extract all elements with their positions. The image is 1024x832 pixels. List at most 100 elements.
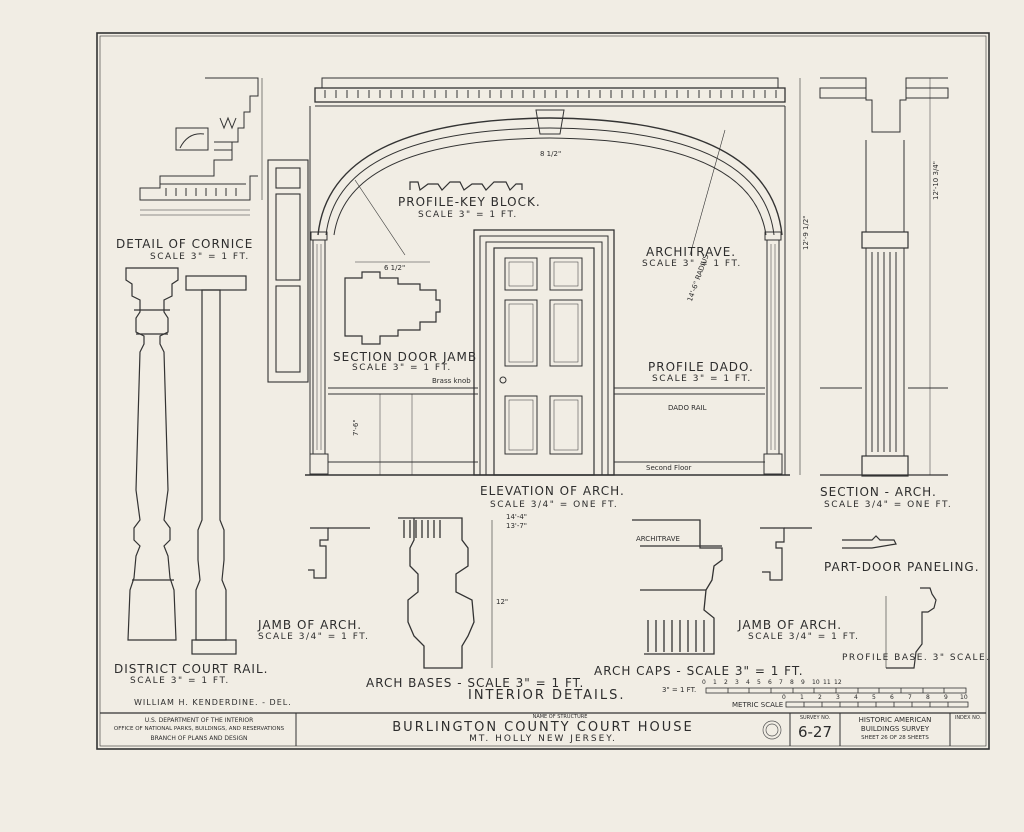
tick-label: 9 <box>801 679 805 686</box>
label-profile-dado: PROFILE DADO. <box>648 360 754 374</box>
section-arch <box>819 77 949 477</box>
survey-title-line-1: HISTORIC AMERICAN <box>858 716 932 724</box>
dim-13-7: 13'-7" <box>506 522 528 530</box>
brass-knob-mark <box>499 376 507 384</box>
dim-section-height: 12'-10 3/4" <box>932 161 940 200</box>
label-brass-knob: Brass knob <box>432 377 471 385</box>
inner-border <box>99 35 987 747</box>
label-district-court-rail: DISTRICT COURT RAIL. <box>114 662 269 676</box>
label-part-door-paneling: PART-DOOR PANELING. <box>824 560 980 574</box>
tick-label: 3 <box>735 679 739 686</box>
three-inch-scale-ticks: 0 1 2 3 4 5 6 7 8 9 10 11 12 <box>702 679 972 688</box>
court-rail-baluster <box>125 267 247 655</box>
delineator: WILLIAM H. KENDERDINE. - DEL. <box>134 698 292 707</box>
arch-caps-profile <box>632 519 723 655</box>
label-section-arch-scale: SCALE 3/4" = ONE FT. <box>824 500 953 510</box>
tick-label: 1 <box>713 679 717 686</box>
label-profile-base: PROFILE BASE. 3" SCALE. <box>842 653 991 663</box>
arch-elevation <box>305 77 801 476</box>
agency-line-2: OFFICE OF NATIONAL PARKS, BUILDINGS, AND… <box>113 726 285 732</box>
label-district-court-rail-scale: SCALE 3" = 1 FT. <box>130 676 230 686</box>
dim-arch-height: 12'-9 1/2" <box>802 215 810 250</box>
key-block-profile <box>409 181 523 192</box>
tick-label: 4 <box>746 679 750 686</box>
label-detail-of-cornice-scale: SCALE 3" = 1 FT. <box>150 252 250 262</box>
jamb-of-arch-left <box>308 527 370 579</box>
label-architrave: ARCHITRAVE. <box>646 245 737 259</box>
label-jamb-of-arch-left-scale: SCALE 3/4" = 1 FT. <box>258 632 370 642</box>
label-section-arch: SECTION - ARCH. <box>820 485 937 499</box>
outer-border <box>96 32 990 750</box>
label-detail-of-cornice: DETAIL OF CORNICE <box>116 237 254 251</box>
label-profile-key-block: PROFILE-KEY BLOCK. <box>398 195 541 209</box>
tick-label: 8 <box>926 694 930 701</box>
scale-three-inch-label: 3" = 1 FT. <box>662 686 697 694</box>
survey-no: 6-27 <box>797 723 833 741</box>
tick-label: 7 <box>779 679 783 686</box>
tick-label: 9 <box>944 694 948 701</box>
label-jamb-of-arch-left: JAMB OF ARCH. <box>258 618 363 632</box>
graphic-scales <box>705 687 969 708</box>
door-panel-side <box>267 159 309 383</box>
tick-label: 1 <box>800 694 804 701</box>
tick-label: 2 <box>818 694 822 701</box>
habs-seal <box>762 720 782 740</box>
tick-label: 4 <box>854 694 858 701</box>
door-paneling-profile <box>842 535 897 549</box>
agency-line-1: U.S. DEPARTMENT OF THE INTERIOR <box>144 717 254 724</box>
label-section-door-jamb-scale: SCALE 3" = 1 FT. <box>352 363 452 373</box>
label-jamb-of-arch-right: JAMB OF ARCH. <box>738 618 843 632</box>
tick-label: 8 <box>790 679 794 686</box>
label-jamb-of-arch-right-scale: SCALE 3/4" = 1 FT. <box>748 632 860 642</box>
dim-door-jamb-width: 6 1/2" <box>384 264 406 272</box>
name-of-structure-label: NAME OF STRUCTURE <box>532 714 588 720</box>
metric-scale-bar <box>785 701 969 708</box>
dim-12: 12" <box>496 598 509 606</box>
tick-label: 12 <box>834 679 842 686</box>
agency-line-3: BRANCH OF PLANS AND DESIGN <box>150 735 248 742</box>
label-profile-dado-scale: SCALE 3" = 1 FT. <box>652 374 752 384</box>
door-jamb-section <box>344 261 441 345</box>
dim-8-half: 8 1/2" <box>540 150 562 158</box>
tick-label: 0 <box>702 679 706 686</box>
label-arch-bases: ARCH BASES - SCALE 3" = 1 FT. <box>366 676 585 690</box>
dim-7-6: 7'-6" <box>352 419 360 436</box>
arch-bases-profile <box>398 517 493 669</box>
index-no-label: INDEX NO. <box>954 715 982 721</box>
base-profile <box>885 587 937 669</box>
dim-14-4: 14'-4" <box>506 513 528 521</box>
tick-label: 11 <box>823 679 831 686</box>
label-second-floor: Second Floor <box>646 464 692 472</box>
tick-label: 3 <box>836 694 840 701</box>
cornice-detail <box>139 77 263 216</box>
sheet-number: SHEET 26 OF 28 SHEETS <box>861 735 929 741</box>
label-dado-rail: DADO RAIL <box>668 404 707 412</box>
tick-label: 0 <box>782 694 786 701</box>
tick-label: 6 <box>890 694 894 701</box>
tick-label: 6 <box>768 679 772 686</box>
label-architrave-small: ARCHITRAVE <box>636 535 680 543</box>
tick-label: 2 <box>724 679 728 686</box>
structure-location: MT. HOLLY NEW JERSEY. <box>469 734 617 744</box>
tick-label: 7 <box>908 694 912 701</box>
drawing-title: INTERIOR DETAILS. <box>468 688 626 703</box>
structure-name: BURLINGTON COUNTY COURT HOUSE <box>392 720 694 735</box>
label-elevation-of-arch: ELEVATION OF ARCH. <box>480 484 625 498</box>
label-elevation-of-arch-scale: SCALE 3/4" = ONE FT. <box>490 500 619 510</box>
survey-title-line-2: BUILDINGS SURVEY <box>860 725 930 733</box>
metric-scale-ticks: 0 1 2 3 4 5 6 7 8 9 10 <box>782 694 972 702</box>
label-profile-key-block-scale: SCALE 3" = 1 FT. <box>418 210 518 220</box>
label-arch-caps: ARCH CAPS - SCALE 3" = 1 FT. <box>594 664 804 678</box>
door <box>493 247 595 476</box>
tick-label: 5 <box>757 679 761 686</box>
scale-metric-label: METRIC SCALE <box>732 701 784 709</box>
tick-label: 5 <box>872 694 876 701</box>
label-section-door-jamb: SECTION DOOR JAMB <box>333 350 478 364</box>
jamb-of-arch-right <box>760 527 812 581</box>
label-architrave-scale: SCALE 3" = 1 FT. <box>642 259 742 269</box>
tick-label: 10 <box>812 679 820 686</box>
survey-no-label: SURVEY NO. <box>799 715 831 721</box>
tick-label: 10 <box>960 694 968 701</box>
